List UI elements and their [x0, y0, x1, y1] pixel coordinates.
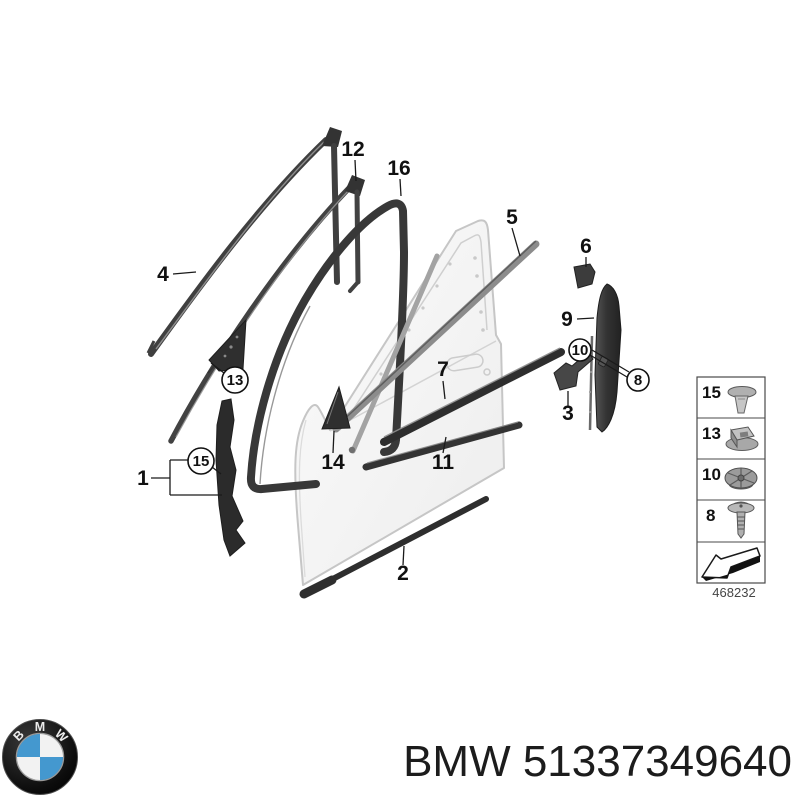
- washer-head-screw-icon: [727, 501, 755, 539]
- callout-1-label: 1: [137, 467, 149, 490]
- direction-arrow-icon: [701, 547, 761, 581]
- fastener-legend: 15 13 10 8: [696, 376, 766, 600]
- triangle-13-mirror-gasket: [207, 318, 247, 374]
- callout-15-label: 15: [193, 453, 210, 470]
- callout-2-label: 2: [397, 562, 409, 585]
- callout-7: 7: [437, 358, 449, 400]
- roundel-quadrant-tl: [17, 734, 40, 757]
- window-guide-leg-end: [348, 446, 356, 454]
- roundel-quadrant-br: [40, 757, 63, 780]
- window-guide-leg: [350, 253, 440, 454]
- callout-9-label: 9: [561, 308, 573, 331]
- seal-16-window-guide: [246, 199, 408, 494]
- callout-14: 14: [321, 430, 345, 474]
- door-frame-inner-line: [339, 234, 488, 431]
- roundel-quadrant-bl: [17, 757, 40, 780]
- door-front-edge-line: [298, 419, 307, 578]
- legend-row-13-label: 13: [702, 424, 721, 443]
- legend-row-8-label: 8: [706, 506, 715, 525]
- logo-letter-m: M: [35, 720, 45, 734]
- callout-6-label: 6: [580, 235, 592, 258]
- legend-row-10-label: 10: [702, 465, 721, 484]
- callout-3: 3: [562, 391, 574, 425]
- callout-1-bracket: 1: [137, 459, 222, 496]
- callout-7-label: 7: [437, 358, 449, 381]
- bracket-3: [553, 351, 594, 391]
- callout-9: 9: [561, 308, 595, 331]
- callout-3-label: 3: [562, 402, 574, 425]
- strip-7-belt-outer: [380, 347, 565, 446]
- door-handle: [446, 353, 491, 376]
- expanding-rivet-clip-icon: [727, 386, 757, 414]
- callout-10-circled: 10: [568, 338, 630, 378]
- drawing-number: 468232: [712, 585, 755, 600]
- callout-11-label: 11: [432, 451, 455, 474]
- callout-15-circled: 15: [187, 447, 222, 475]
- callout-10-label: 10: [572, 342, 589, 359]
- callout-11: 11: [432, 436, 455, 474]
- callout-14-label: 14: [321, 451, 345, 474]
- bmw-roundel-logo: B M W: [2, 719, 78, 795]
- callout-2: 2: [397, 545, 409, 585]
- strip-15-edge-protector: [215, 398, 246, 557]
- callout-12-label: 12: [341, 138, 364, 161]
- push-nut-clip-icon: [724, 467, 758, 490]
- part-number-caption: BMW 51337349640: [403, 737, 792, 786]
- strip-2-sill: [299, 496, 489, 599]
- callout-13-label: 13: [227, 372, 244, 389]
- triangle-14-mirror-base: [321, 385, 351, 430]
- callout-16: 16: [387, 157, 411, 197]
- callout-5: 5: [506, 206, 521, 257]
- callout-4: 4: [157, 263, 197, 286]
- strip-5-outer-channel: [332, 240, 540, 433]
- seal-12-channel-cover: [168, 175, 365, 444]
- callout-4-label: 4: [157, 263, 169, 286]
- legend-row-15-label: 15: [702, 383, 721, 402]
- callout-8-label: 8: [634, 372, 642, 389]
- trim-9-b-pillar: [588, 283, 622, 433]
- callout-5-label: 5: [506, 206, 518, 229]
- grommet-clip-icon: [725, 426, 759, 451]
- callout-12: 12: [341, 138, 365, 182]
- roundel-quadrant-tr: [40, 734, 63, 757]
- callout-16-label: 16: [387, 157, 410, 180]
- callout-6: 6: [580, 235, 592, 267]
- callout-13-circled: 13: [210, 362, 249, 394]
- callout-8-circled: 8: [626, 368, 650, 392]
- strip-11-belt-inner: [362, 421, 523, 471]
- clip-6: [573, 263, 596, 289]
